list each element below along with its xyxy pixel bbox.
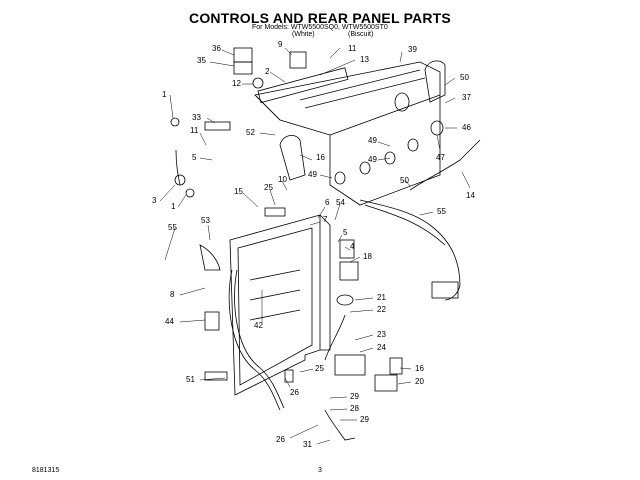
callout: 5 — [343, 228, 348, 237]
inlet-valve — [374, 374, 398, 392]
callout: 14 — [466, 191, 475, 200]
callout: 29 — [360, 415, 369, 424]
end-cap-right — [424, 60, 446, 103]
callout-numbers: 36 35 9 11 13 2 12 1 33 11 5 52 3 1 16 3… — [152, 40, 475, 449]
pump-coupling — [336, 294, 354, 306]
callout: 50 — [460, 73, 469, 82]
callout: 25 — [264, 183, 273, 192]
callout: 44 — [165, 317, 174, 326]
document-number: 8181315 — [32, 467, 60, 474]
callout: 49 — [308, 170, 317, 179]
switch-block-9 — [289, 51, 307, 69]
callout: 18 — [363, 252, 372, 261]
color-white-label: (White) — [292, 31, 315, 38]
callout: 33 — [192, 113, 201, 122]
callout: 55 — [437, 207, 446, 216]
callout: 47 — [436, 153, 445, 162]
callout: 3 — [152, 196, 157, 205]
drain-hose-50 — [228, 269, 281, 411]
callout: 2 — [265, 67, 270, 76]
switch-block-37 — [233, 47, 253, 63]
page-title: CONTROLS AND REAR PANEL PARTS — [189, 10, 451, 26]
page-number: 3 — [318, 467, 322, 474]
callout: 6 — [325, 198, 330, 207]
callout: 10 — [278, 175, 287, 184]
callout: 53 — [201, 216, 210, 225]
fill-hose-1 — [175, 149, 181, 186]
control-rail — [257, 67, 349, 104]
callout: 23 — [377, 330, 386, 339]
callout: 49 — [368, 155, 377, 164]
callout: 16 — [415, 364, 424, 373]
callout: 22 — [377, 305, 386, 314]
end-cap-left — [279, 135, 306, 181]
console-panel — [254, 61, 441, 206]
callout: 25 — [315, 364, 324, 373]
console-knob — [394, 92, 410, 112]
callout: 35 — [197, 56, 206, 65]
pump-hose — [324, 314, 346, 361]
pump-motor — [334, 354, 366, 376]
callout: 7 — [323, 215, 328, 224]
callout: 42 — [254, 321, 263, 330]
callout: 37 — [462, 93, 471, 102]
callout: 20 — [415, 377, 424, 386]
callout: 11 — [190, 126, 199, 135]
models-line: For Models: WTW5500SQ0, WTW5500ST0 — [252, 24, 388, 31]
callout: 11 — [348, 44, 357, 53]
callout: 12 — [232, 79, 241, 88]
callout: 26 — [290, 388, 299, 397]
callout: 9 — [278, 40, 283, 49]
callout: 4 — [350, 242, 355, 251]
callout: 15 — [234, 187, 243, 196]
callout: 24 — [377, 343, 386, 352]
callout: 28 — [350, 404, 359, 413]
callout: 8 — [170, 290, 175, 299]
callout: 13 — [360, 55, 369, 64]
callout: 29 — [350, 392, 359, 401]
callout: 26 — [276, 435, 285, 444]
callout: 51 — [186, 375, 195, 384]
callout: 46 — [462, 123, 471, 132]
callout: 31 — [303, 440, 312, 449]
callout: 49 — [368, 136, 377, 145]
callout: 16 — [316, 153, 325, 162]
callout: 55 — [168, 223, 177, 232]
callout: 21 — [377, 293, 386, 302]
rear-panel — [229, 214, 321, 396]
callout: 1 — [171, 202, 176, 211]
callout: 50 — [400, 176, 409, 185]
callout: 39 — [408, 45, 417, 54]
wire-harness — [359, 199, 461, 301]
switch-block-35 — [233, 61, 253, 75]
callout: 52 — [246, 128, 255, 137]
harness-connector — [431, 281, 459, 299]
color-biscuit-label: (Biscuit) — [348, 31, 374, 38]
callout: 1 — [162, 90, 167, 99]
callout: 36 — [212, 44, 221, 53]
washer-1 — [170, 117, 180, 127]
callout: 54 — [336, 198, 345, 207]
callout: 5 — [192, 153, 197, 162]
